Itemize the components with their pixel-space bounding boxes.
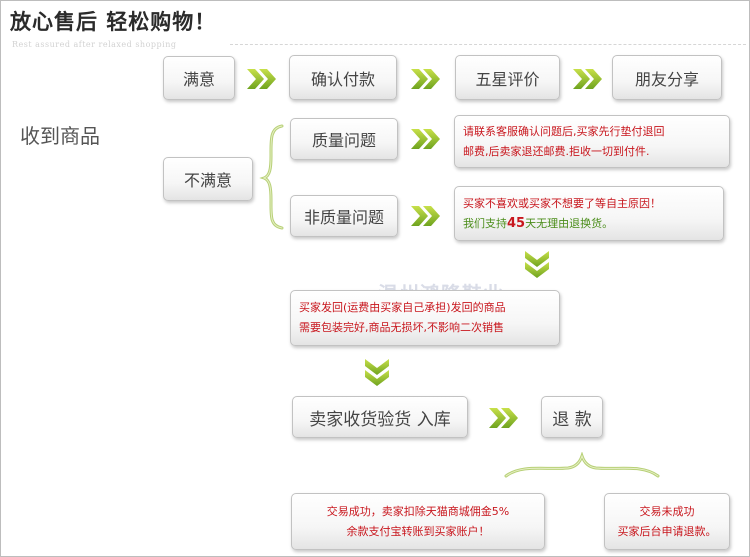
receive-goods-label: 收到商品 xyxy=(20,124,100,148)
header-divider xyxy=(230,44,746,45)
double-chevron-right-icon xyxy=(488,407,520,429)
page-title: 放心售后 轻松购物！ xyxy=(10,10,217,34)
share-with-friends-box: 朋友分享 xyxy=(612,55,722,100)
non-quality-note-suffix: 天无理由退换货。 xyxy=(525,216,614,230)
horizontal-brace-decoration xyxy=(504,452,660,478)
success-line2: 余款支付宝转账到买家账户！ xyxy=(346,524,490,538)
quality-note-line1: 请联系客服确认问题后,买家先行垫付退回 xyxy=(463,124,665,138)
double-chevron-right-icon xyxy=(410,128,442,150)
seller-inspect-label: 卖家收货验货 入库 xyxy=(309,409,451,430)
non-quality-issue-box: 非质量问题 xyxy=(290,195,398,237)
double-chevron-right-icon xyxy=(572,68,604,90)
unsatisfied-box: 不满意 xyxy=(163,157,253,201)
five-star-review-label: 五星评价 xyxy=(475,69,540,89)
return-note-line1: 买家发回(运费由买家自己承担)发回的商品 xyxy=(299,301,506,314)
fail-line2: 买家后台申请退款。 xyxy=(617,524,717,538)
refund-label: 退 款 xyxy=(552,409,592,430)
confirm-payment-box: 确认付款 xyxy=(289,55,397,100)
confirm-payment-label: 确认付款 xyxy=(310,69,375,89)
page-subtitle: Rest assured after relaxed shopping xyxy=(12,40,177,49)
non-quality-note-prefix: 我们支持 xyxy=(463,216,507,230)
transaction-failed-box: 交易未成功 买家后台申请退款。 xyxy=(604,493,730,550)
success-line1: 交易成功，卖家扣除天猫商城佣金5% xyxy=(326,504,510,518)
satisfied-label: 满意 xyxy=(182,70,215,89)
double-chevron-right-icon xyxy=(410,205,442,227)
non-quality-issue-note: 买家不喜欢或买家不想要了等自主原因！ 我们支持45天无理由退换货。 xyxy=(454,186,724,241)
non-quality-issue-label: 非质量问题 xyxy=(303,208,384,227)
five-star-review-box: 五星评价 xyxy=(455,55,560,100)
satisfied-box: 满意 xyxy=(163,56,235,100)
transaction-success-box: 交易成功，卖家扣除天猫商城佣金5% 余款支付宝转账到买家账户！ xyxy=(291,493,545,550)
return-days-number: 45 xyxy=(507,215,526,231)
double-chevron-down-icon xyxy=(364,358,390,388)
non-quality-note-line2: 我们支持45天无理由退换货。 xyxy=(463,214,613,234)
quality-issue-label: 质量问题 xyxy=(311,131,376,150)
double-chevron-down-icon xyxy=(524,250,550,280)
fail-line1: 交易未成功 xyxy=(639,504,695,518)
quality-note-line2: 邮费,后卖家退还邮费.拒收一切到付件. xyxy=(463,144,650,158)
double-chevron-right-icon xyxy=(246,68,278,90)
unsatisfied-label: 不满意 xyxy=(183,171,232,190)
quality-issue-box: 质量问题 xyxy=(290,118,398,160)
non-quality-note-line1: 买家不喜欢或买家不想要了等自主原因！ xyxy=(463,196,661,210)
seller-inspect-box: 卖家收货验货 入库 xyxy=(292,396,468,438)
quality-issue-note: 请联系客服确认问题后,买家先行垫付退回 邮费,后卖家退还邮费.拒收一切到付件. xyxy=(454,115,730,168)
curly-brace-decoration xyxy=(259,124,284,230)
share-with-friends-label: 朋友分享 xyxy=(634,69,699,89)
return-note-line2: 需要包装完好,商品无损坏,不影响二次销售 xyxy=(299,321,504,334)
refund-box: 退 款 xyxy=(541,396,603,438)
double-chevron-right-icon xyxy=(410,68,442,90)
return-shipping-note: 买家发回(运费由买家自己承担)发回的商品 需要包装完好,商品无损坏,不影响二次销… xyxy=(290,290,560,346)
